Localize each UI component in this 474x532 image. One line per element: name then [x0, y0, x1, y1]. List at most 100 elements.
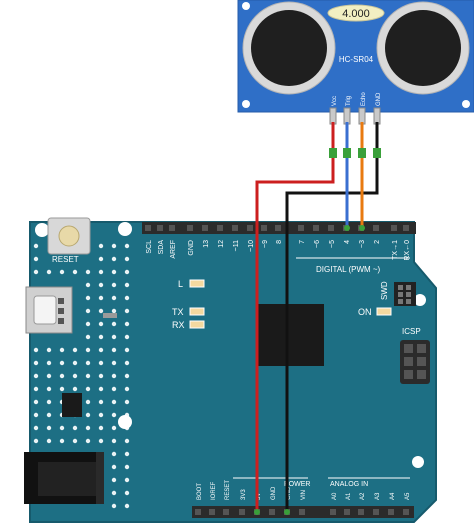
header-pin [247, 225, 253, 231]
wire-connector [329, 148, 337, 158]
voltage-regulator [62, 393, 82, 417]
proto-hole [72, 360, 78, 366]
proto-hole [111, 256, 117, 262]
header-pin [217, 225, 223, 231]
proto-hole [85, 282, 91, 288]
header-pin [209, 509, 215, 515]
sensor-model: HC-SR04 [339, 55, 374, 64]
sensor-pin-label: GND [376, 92, 382, 106]
led-l [189, 279, 205, 288]
swd-pin [398, 285, 403, 290]
proto-hole [111, 243, 117, 249]
proto-hole [33, 399, 39, 405]
proto-hole [111, 438, 117, 444]
analog-pin-label: A5 [405, 492, 411, 500]
proto-hole [111, 464, 117, 470]
header-pin-label: ~6 [314, 240, 321, 248]
proto-hole [98, 282, 104, 288]
power-pin-label: 5V [256, 493, 262, 500]
led-on [376, 307, 392, 316]
proto-hole [98, 334, 104, 340]
proto-hole [85, 438, 91, 444]
proto-hole [59, 347, 65, 353]
icsp-pin [404, 344, 413, 353]
header-pin [328, 225, 334, 231]
proto-hole [33, 425, 39, 431]
header-pin [344, 509, 350, 515]
header-pin [195, 509, 201, 515]
header-pin [239, 509, 245, 515]
proto-hole [124, 334, 130, 340]
proto-hole [124, 269, 130, 275]
proto-hole [124, 347, 130, 353]
proto-hole [33, 386, 39, 392]
icsp-label: ICSP [402, 327, 421, 336]
proto-hole [124, 386, 130, 392]
proto-hole [111, 503, 117, 509]
proto-hole [33, 269, 39, 275]
icsp-pin [404, 357, 413, 366]
header-pin [330, 509, 336, 515]
power-pin-label: 3V3 [241, 489, 247, 500]
proto-hole [124, 295, 130, 301]
proto-hole [124, 490, 130, 496]
swd-pin [406, 292, 411, 297]
proto-hole [111, 477, 117, 483]
icsp-pin [404, 370, 413, 379]
sensor-pin [329, 107, 337, 125]
reset-label: RESET [52, 255, 79, 264]
header-pin-label: ~9 [262, 240, 269, 248]
top-header [142, 222, 416, 234]
sensor-pin [343, 107, 351, 125]
header-pin-label: 12 [218, 240, 225, 248]
proto-hole [111, 295, 117, 301]
proto-hole [124, 399, 130, 405]
header-pin-label: ~3 [359, 240, 366, 248]
power-pin-label: BOOT [197, 483, 203, 500]
wires [254, 122, 381, 515]
small-chip [103, 313, 117, 318]
wire-connector [373, 148, 381, 158]
proto-hole [124, 464, 130, 470]
sensor-pin-label: Echo [361, 92, 367, 106]
proto-hole [85, 360, 91, 366]
sensor-pin [358, 107, 366, 125]
header-pin-label: 4 [344, 240, 351, 244]
proto-hole [59, 438, 65, 444]
proto-hole [111, 347, 117, 353]
wire-connector [343, 148, 351, 158]
header-pin [388, 509, 394, 515]
header-pin-label: ~10 [248, 240, 255, 252]
proto-hole [33, 256, 39, 262]
proto-hole [124, 373, 130, 379]
header-pin-label: 2 [374, 240, 381, 244]
proto-hole [59, 373, 65, 379]
proto-hole [98, 321, 104, 327]
header-pin [373, 225, 379, 231]
header-pin [269, 509, 275, 515]
proto-hole [59, 425, 65, 431]
header-pin [261, 225, 267, 231]
proto-hole [33, 438, 39, 444]
wire-connector [358, 148, 366, 158]
proto-hole [85, 412, 91, 418]
proto-hole [85, 347, 91, 353]
usb-c-connector [25, 286, 73, 334]
proto-hole [46, 399, 52, 405]
proto-hole [46, 269, 52, 275]
header-pin [373, 509, 379, 515]
header-pin-label: GND [188, 240, 195, 256]
header-pin-label: ~5 [329, 240, 336, 248]
icsp-pin [417, 344, 426, 353]
reset-button[interactable] [47, 217, 91, 255]
proto-hole [33, 360, 39, 366]
proto-hole [46, 360, 52, 366]
header-pin [187, 225, 193, 231]
mounting-hole [412, 456, 424, 468]
header-pin-label: 13 [203, 240, 210, 248]
header-pin-label: RX←0 [404, 240, 411, 261]
